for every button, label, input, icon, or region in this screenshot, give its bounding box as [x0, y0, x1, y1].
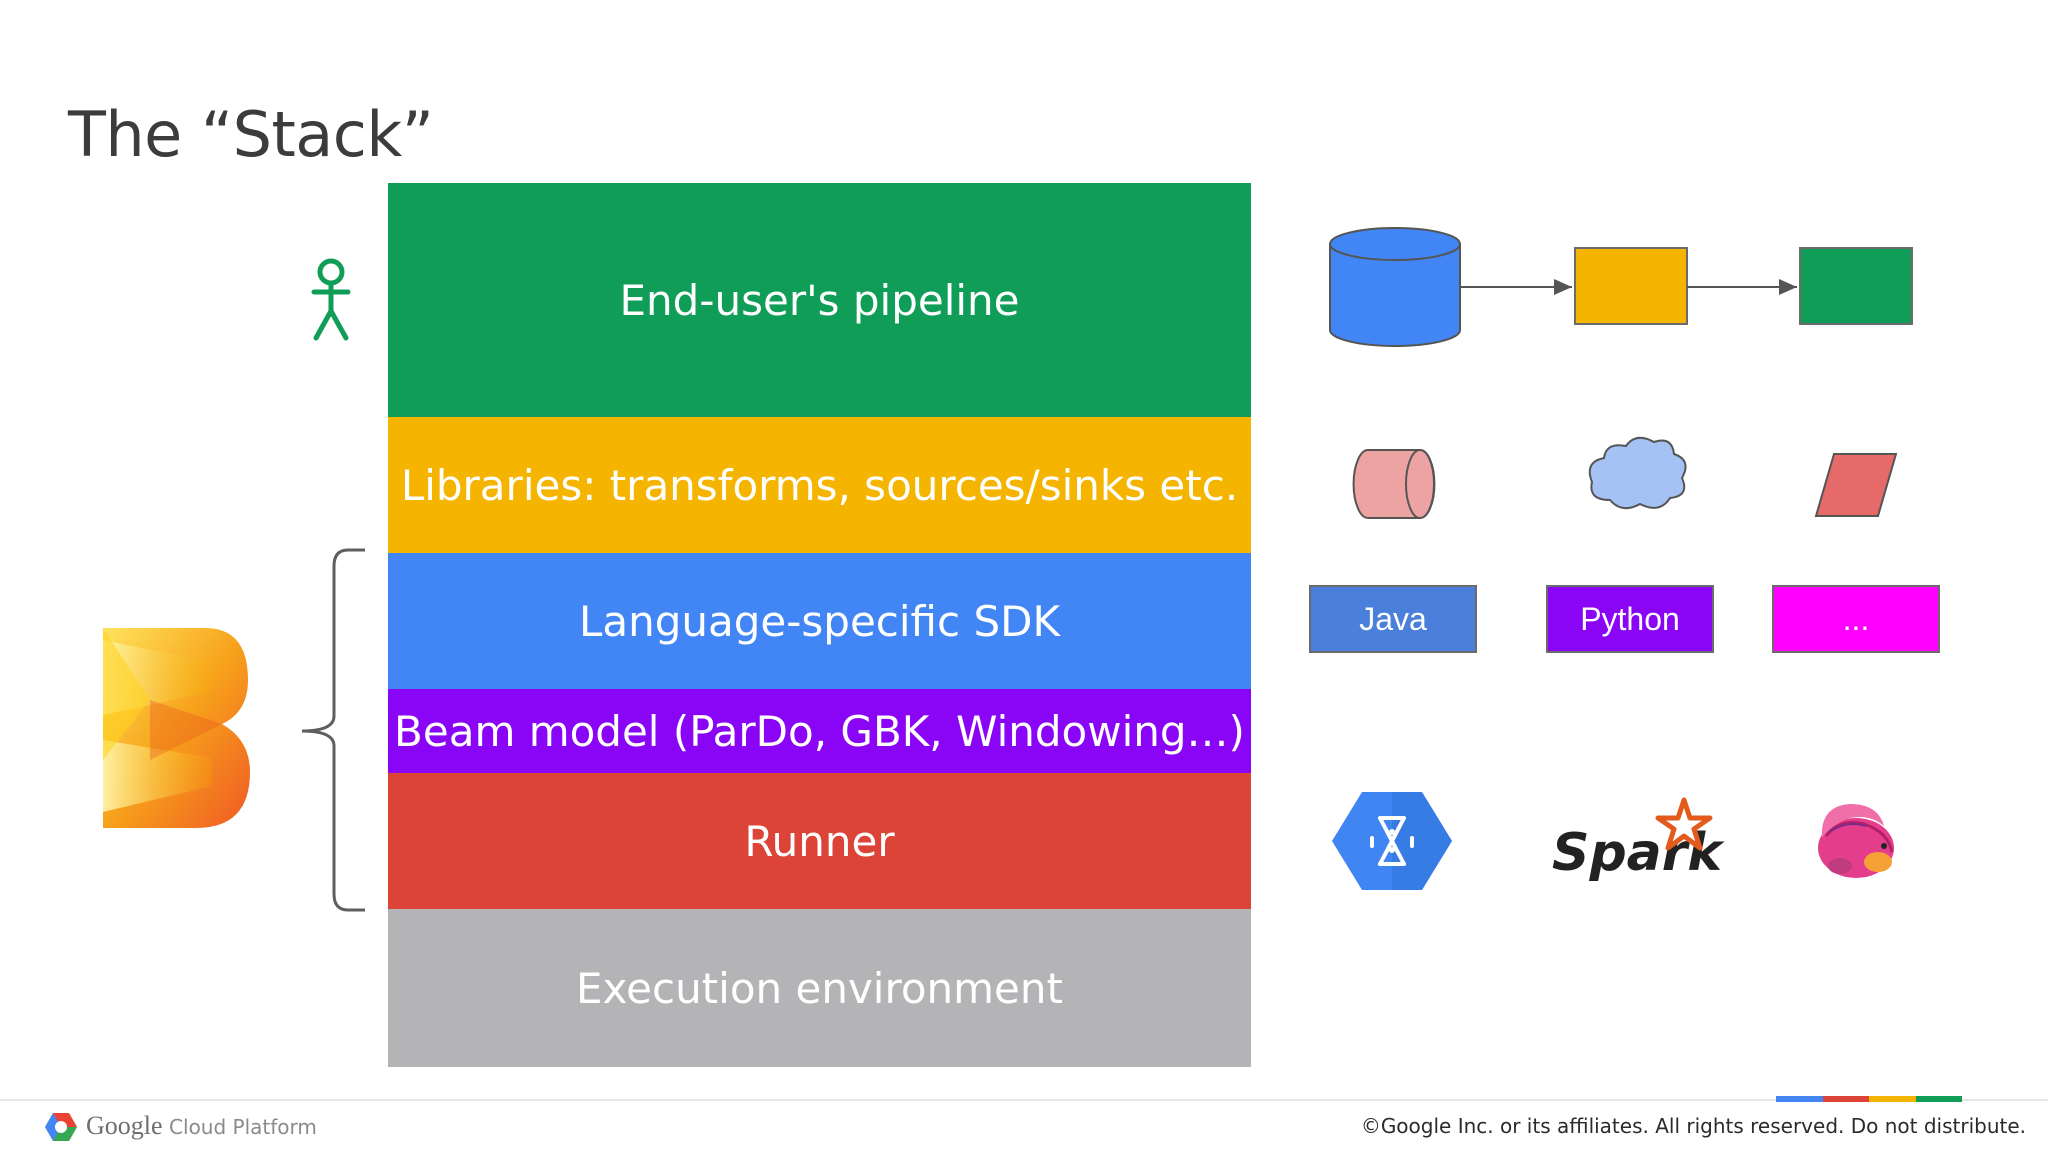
layer-execution-environment: Execution environment [388, 909, 1251, 1067]
layer-language-sdk: Language-specific SDK [388, 553, 1251, 689]
cloud-icon [1588, 436, 1687, 510]
layer-label: End-user's pipeline [619, 275, 1020, 325]
layer-libraries: Libraries: transforms, sources/sinks etc… [388, 417, 1251, 553]
language-label: Java [1359, 600, 1427, 637]
language-box-more: ... [1772, 585, 1940, 653]
footer-brand-google: Google [86, 1111, 163, 1140]
language-box-java: Java [1309, 585, 1477, 653]
database-cylinder-icon [1329, 227, 1461, 347]
transform-box-yellow [1574, 247, 1688, 325]
layer-runner: Runner [388, 773, 1251, 909]
google-cloud-logo-icon [45, 1113, 77, 1141]
transform-box-green [1799, 247, 1913, 325]
language-label: ... [1842, 600, 1870, 637]
layer-beam-model: Beam model (ParDo, GBK, Windowing…) [388, 689, 1251, 773]
layer-end-user-pipeline: End-user's pipeline [388, 183, 1251, 417]
footer-color-strip [1776, 1096, 1962, 1102]
curly-bracket [301, 548, 365, 912]
beam-logo-icon [103, 628, 250, 828]
person-icon [311, 258, 351, 341]
flink-squirrel-icon [1818, 804, 1894, 878]
footer-brand-sub: Cloud Platform [169, 1115, 317, 1139]
footer-divider [0, 1099, 2048, 1101]
language-label: Python [1580, 600, 1680, 637]
footer-copyright: ©Google Inc. or its affiliates. All righ… [1360, 1114, 2026, 1138]
layer-label: Language-specific SDK [578, 596, 1060, 646]
layer-label: Libraries: transforms, sources/sinks etc… [400, 460, 1239, 510]
layer-label: Beam model (ParDo, GBK, Windowing…) [394, 706, 1245, 756]
spark-logo-icon: Spark [1552, 797, 1725, 883]
sink-parallelogram-icon [1814, 453, 1898, 517]
source-cylinder-icon [1352, 449, 1436, 519]
layer-label: Execution environment [576, 963, 1063, 1013]
dataflow-hexagon-icon [1332, 792, 1452, 890]
color-strip-blue [1776, 1096, 1823, 1102]
footer-brand: Google Cloud Platform [86, 1111, 317, 1141]
color-strip-green [1915, 1096, 1962, 1102]
spark-wordmark: Spark [1552, 823, 1725, 883]
slide-title: The “Stack” [68, 98, 434, 171]
language-box-python: Python [1546, 585, 1714, 653]
color-strip-yellow [1869, 1096, 1916, 1102]
color-strip-red [1822, 1096, 1869, 1102]
layer-label: Runner [744, 816, 895, 866]
